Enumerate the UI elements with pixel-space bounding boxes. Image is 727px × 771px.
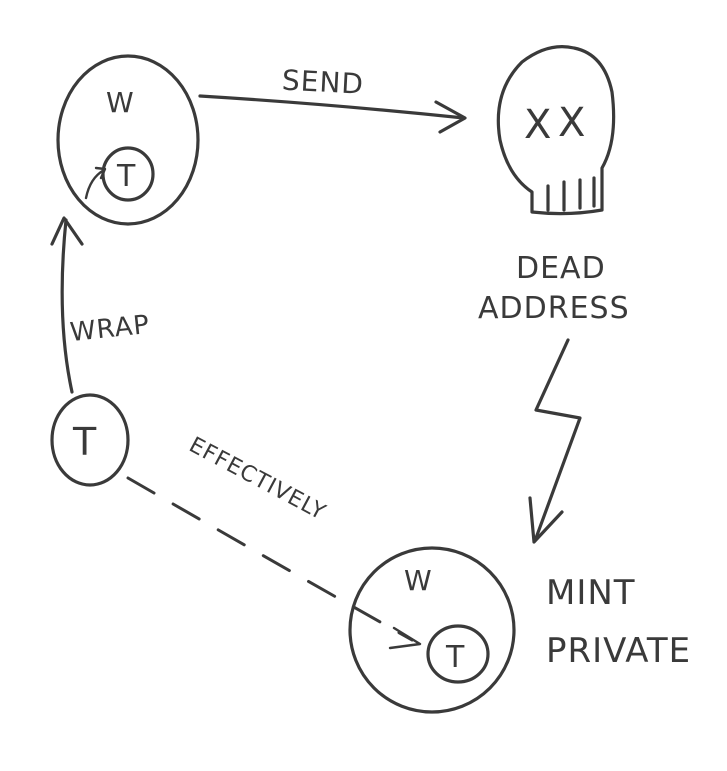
wrapped-node-top-letter: W [106,86,135,119]
inner-token-node-bottom-letter: T [445,640,465,675]
wrapped-node-bottom-letter: W [404,564,433,597]
token-node-left-letter: T [72,420,97,464]
wrap-arrow: WRAP [50,216,152,394]
inner-token-node-top-letter: T [116,159,136,194]
wrapped-node-top-circle [56,54,200,226]
mint-private-line1: MINT [546,573,636,613]
effectively-arrow-shaft [126,476,414,642]
skull-right-eye: X [558,100,586,146]
skull-icon: X X [496,45,616,216]
wrap-arrow-label: WRAP [69,310,152,348]
lightning-bolt-icon [528,338,582,544]
inner-wrap-arrow-shaft [84,168,106,200]
inner-wrap-arrow-head [94,166,107,180]
effectively-arrow: EFFECTIVELY [126,433,422,650]
lightning-bolt-head [528,496,564,544]
effectively-arrow-head [388,626,422,650]
token-node-left-circle [50,393,130,487]
wrapped-node-bottom: W T [348,546,516,714]
inner-token-node-bottom [426,624,490,684]
skull-left-eye: X [524,102,552,148]
effectively-arrow-label: EFFECTIVELY [185,433,330,526]
skull-teeth [546,176,596,212]
dead-address-line2: ADDRESS [478,291,630,326]
dead-address-line1: DEAD [516,251,606,286]
token-node-left: T [50,393,130,487]
wrapped-node-top: W T [56,54,200,226]
wrap-arrow-head [50,216,84,246]
send-arrow: SEND [198,64,467,134]
send-arrow-head [434,100,467,134]
send-arrow-label: SEND [281,64,365,101]
mint-private-line2: PRIVATE [546,631,691,671]
wrapped-node-bottom-circle [348,546,516,714]
send-arrow-shaft [198,94,466,120]
skull-outline [496,45,616,216]
lightning-bolt-shaft [534,338,582,540]
wrap-arrow-shaft [60,218,74,394]
